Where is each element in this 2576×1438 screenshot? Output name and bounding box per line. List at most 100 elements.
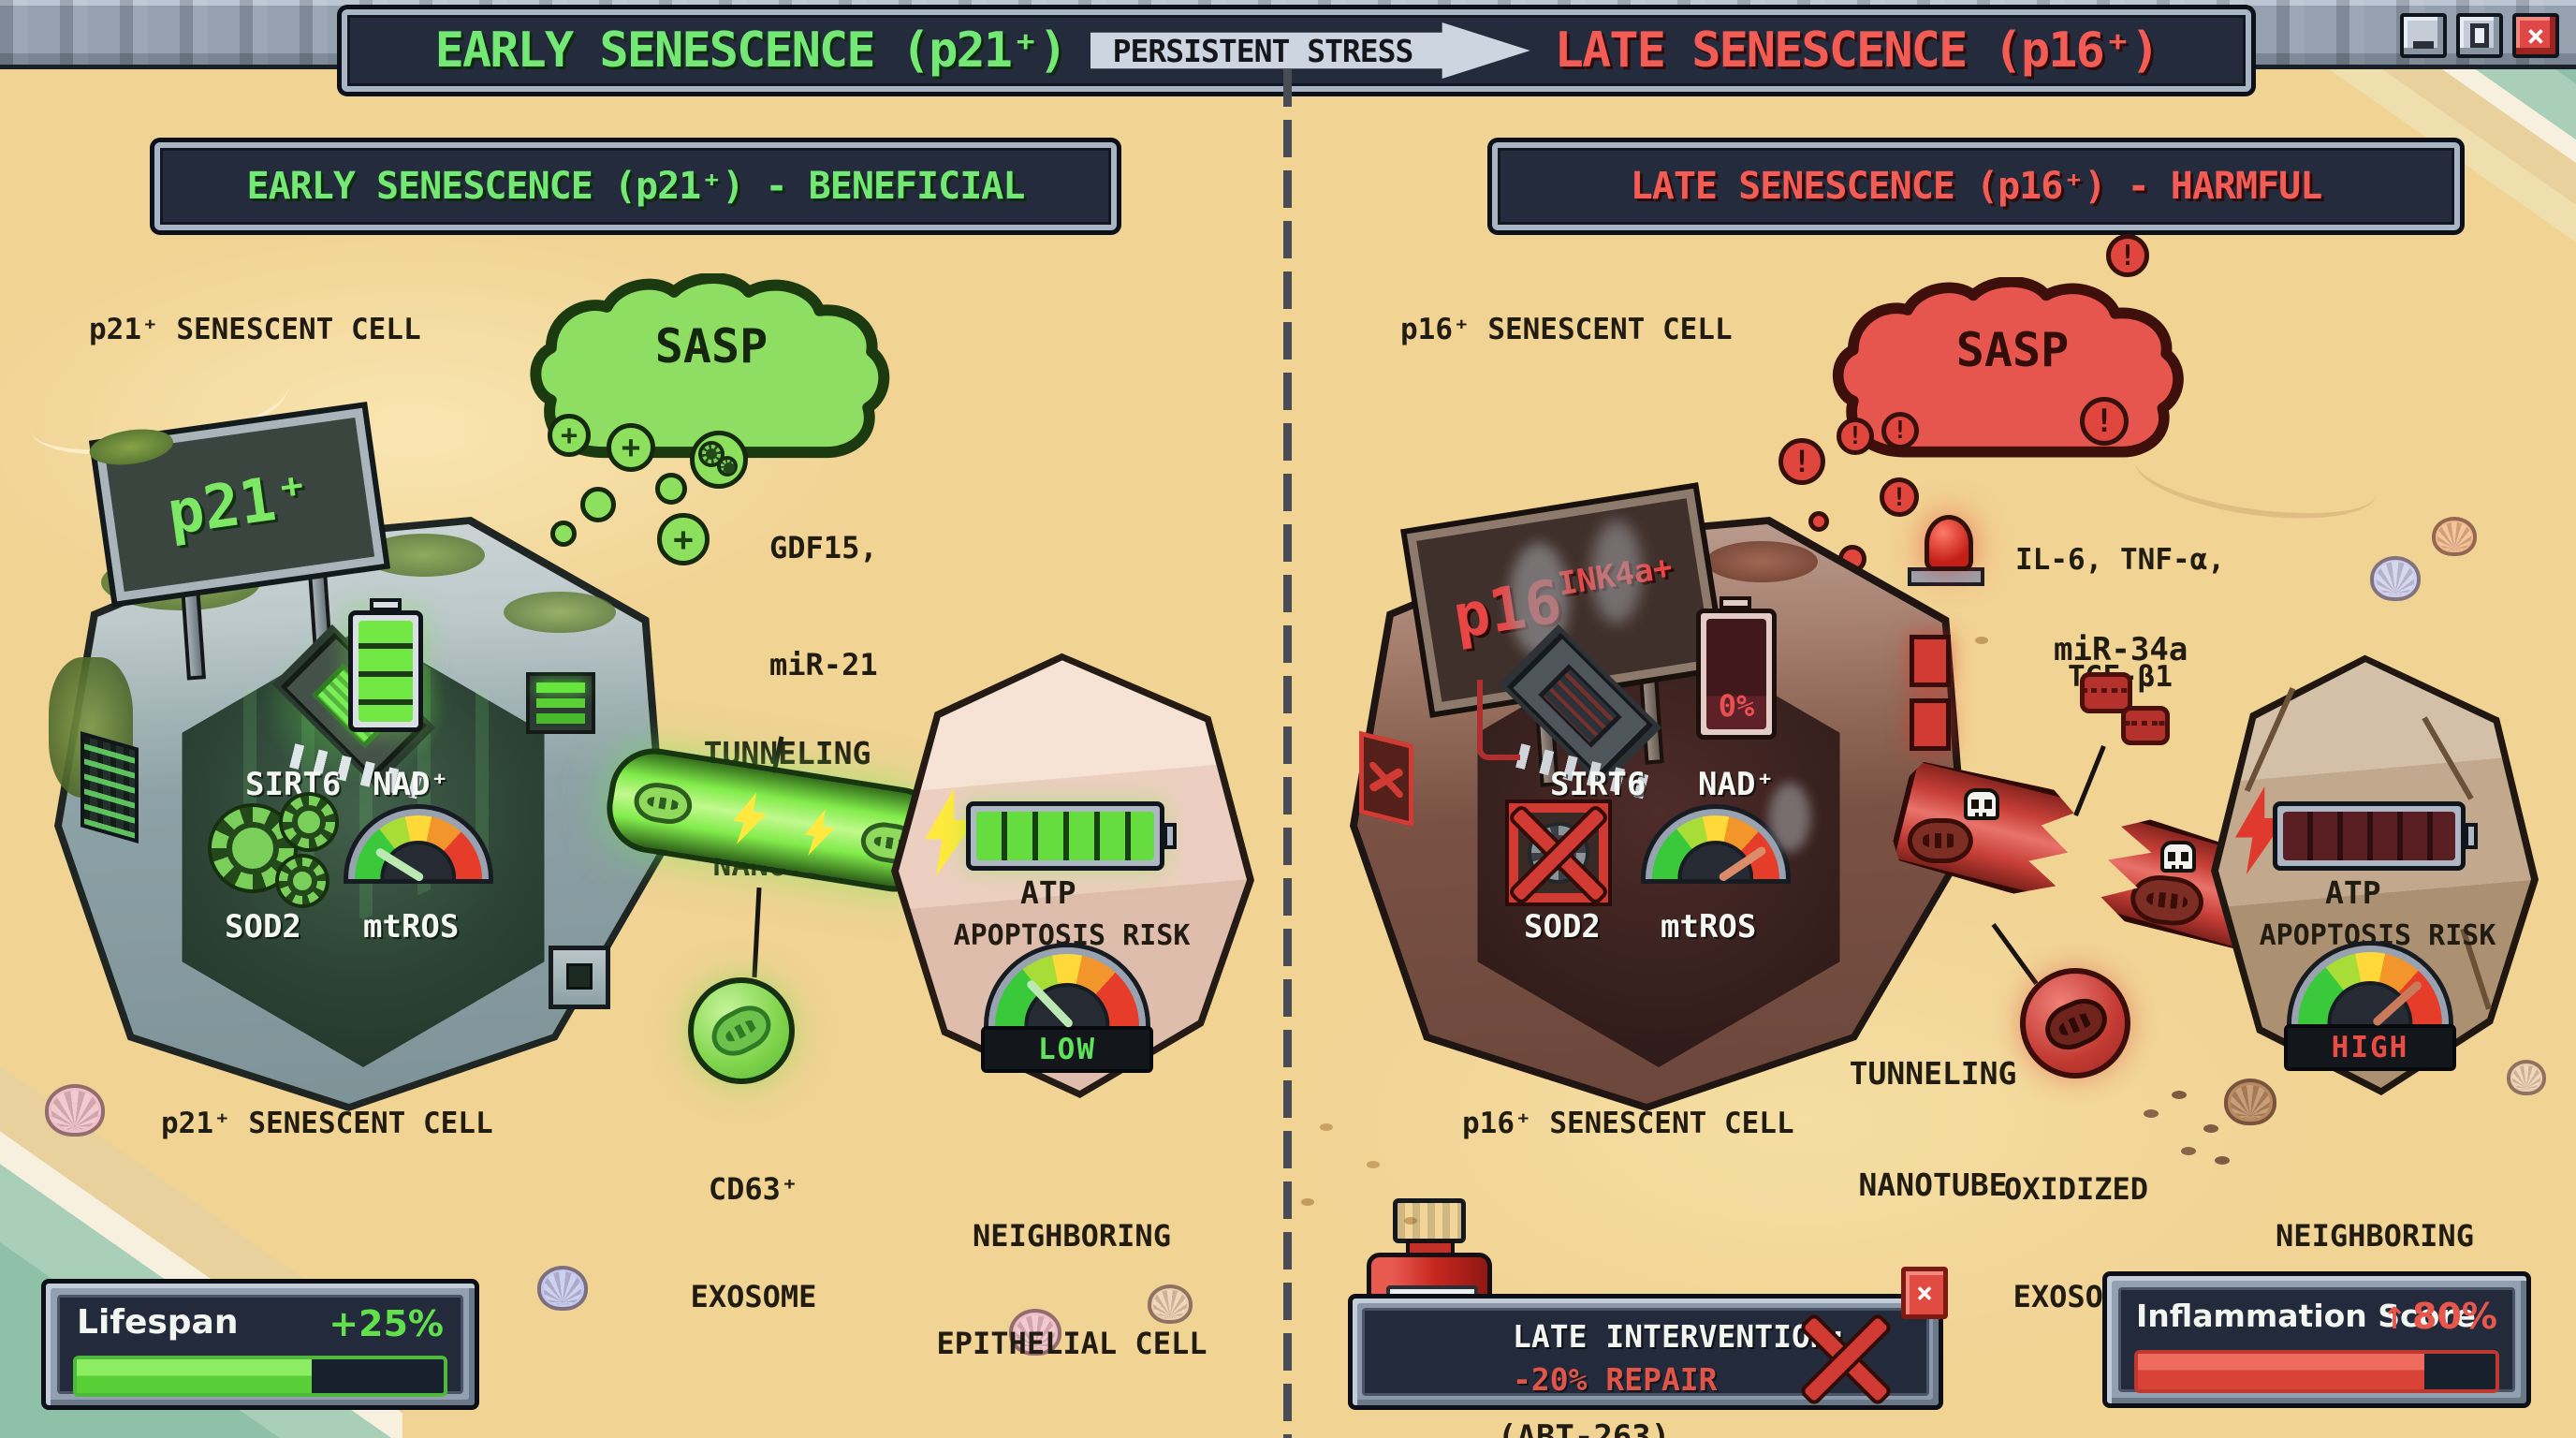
nad-battery <box>348 598 423 732</box>
sasp-bubble-cargo <box>690 431 748 489</box>
sod2-gear-icon <box>283 796 335 848</box>
sand-speckles <box>1320 1123 1333 1131</box>
intervention-panel-inner: LATE INTERVENTION: -20% REPAIR <box>1362 1308 1929 1402</box>
right-cell-top-label: p16⁺ SENESCENT CELL <box>1400 313 1733 346</box>
neighbor-line1: NEIGHBORING <box>973 1217 1171 1254</box>
vent-lights <box>526 672 595 734</box>
right-cell-bottom-label: p16⁺ SENESCENT CELL <box>1462 1107 1794 1140</box>
warning-bubble-icon: ! <box>1837 418 1874 455</box>
left-cell-bottom-label: p21⁺ SENESCENT CELL <box>161 1107 493 1140</box>
apoptosis-risk-label-left: APOPTOSIS RISK <box>953 919 1191 952</box>
intervention-line1: LATE INTERVENTION: <box>1513 1318 1848 1355</box>
sod2-label: SOD2 <box>1524 908 1601 946</box>
up-arrow-icon: ↑ <box>2381 1300 2408 1336</box>
window-controls: × <box>2400 13 2559 58</box>
mtros-label: mtROS <box>363 908 460 946</box>
inflammation-panel-inner: Inflammation Score ↑ 80% <box>2118 1287 2515 1393</box>
damaged-mitochondria-icon <box>2129 873 2206 929</box>
risk-value-panel-left: LOW <box>981 1026 1153 1073</box>
lifespan-name: Lifespan <box>77 1303 239 1342</box>
title-plate: EARLY SENESCENCE (p21⁺) PERSISTENT STRES… <box>342 9 2251 92</box>
sasp-cloud-green <box>530 273 890 459</box>
mirna-chip-icon <box>2121 706 2170 745</box>
sasp-bubble-plus: + <box>548 414 591 457</box>
damaged-mitochondria-icon <box>1908 818 1973 863</box>
warning-bubble-icon: ! <box>1881 412 1919 449</box>
panel-close-button[interactable]: × <box>1901 1267 1948 1319</box>
mitochondria-icon <box>631 779 695 828</box>
atp-label-left: ATP <box>1020 874 1076 911</box>
gauge-needle <box>2371 979 2423 1028</box>
seashell <box>537 1266 588 1311</box>
mir34a-label: miR-34a <box>2054 631 2188 668</box>
close-icon: × <box>2526 18 2545 53</box>
close-button[interactable]: × <box>2512 13 2559 58</box>
close-icon: × <box>1915 1276 1934 1310</box>
persistent-stress-label: PERSISTENT STRESS <box>1112 32 1414 69</box>
warning-bubble-icon: ! <box>2080 397 2129 446</box>
lightning-bolt-icon <box>730 789 770 848</box>
seashell <box>2507 1060 2546 1095</box>
minimize-button[interactable] <box>2400 13 2447 58</box>
right-panel-header-label: LATE SENESCENCE (p16⁺) - HARMFUL <box>1630 165 2323 208</box>
gauge-needle <box>373 846 425 883</box>
right-panel-header: LATE SENESCENCE (p16⁺) - HARMFUL <box>1492 142 2460 230</box>
moss-patch <box>363 534 485 577</box>
drug-bottle-cap <box>1393 1198 1466 1243</box>
nad-battery-empty: 0% <box>1696 596 1777 740</box>
factors-line1: IL-6, TNF-α, <box>2015 542 2225 577</box>
seashell <box>1148 1284 1193 1324</box>
seashell <box>2224 1078 2276 1125</box>
inflammation-percent: 80% <box>2412 1296 2497 1337</box>
oxidized-exosome <box>2020 968 2130 1078</box>
side-screen <box>80 731 139 844</box>
nad-label: NAD⁺ <box>373 766 449 803</box>
alarm-beacon-icon <box>1925 515 1973 571</box>
left-panel-header-label: EARLY SENESCENCE (p21⁺) - BENEFICIAL <box>246 165 1026 208</box>
moss-patch <box>504 592 616 633</box>
sasp-bubble <box>550 521 577 547</box>
atp-battery-right-empty <box>2273 801 2478 871</box>
sod2-gear-icon <box>279 858 326 904</box>
red-light <box>1910 698 1951 751</box>
exosome-line1: OXIDIZED <box>2003 1170 2149 1207</box>
battery-cells <box>976 812 1154 860</box>
seashell <box>2432 517 2477 556</box>
neighbor-line2: EPITHELIAL CELL <box>936 1325 1208 1361</box>
inflammation-fill <box>2138 1354 2424 1389</box>
left-factors-label: GDF15, miR-21 <box>769 451 878 763</box>
lifespan-panel-inner: Lifespan +25% <box>57 1295 463 1397</box>
exosome-line1: CD63⁺ <box>708 1170 799 1207</box>
sirt6-label: SIRT6 <box>1550 766 1647 803</box>
seashell <box>2370 556 2421 601</box>
lifespan-track <box>73 1356 447 1397</box>
left-panel-header: EARLY SENESCENCE (p21⁺) - BENEFICIAL <box>154 142 1117 230</box>
maximize-button[interactable] <box>2456 13 2503 58</box>
damaged-mitochondria-icon <box>2038 990 2115 1058</box>
left-cell-top-label: p21⁺ SENESCENT CELL <box>89 313 421 346</box>
inflammation-name: Inflammation Score <box>2136 1298 2476 1334</box>
sirt6-label: SIRT6 <box>245 766 342 803</box>
risk-value-high: HIGH <box>2331 1031 2409 1064</box>
sasp-label-red: SASP <box>1955 323 2070 377</box>
battery-cells: 0% <box>1706 619 1766 729</box>
battery-cells <box>2283 812 2455 860</box>
red-trace <box>1477 680 1520 760</box>
inflammation-value: ↑ 80% <box>2382 1296 2497 1337</box>
sasp-bubble <box>655 473 687 505</box>
maximize-icon <box>2470 23 2489 48</box>
risk-value-panel-right: HIGH <box>2284 1024 2456 1071</box>
mtros-label: mtROS <box>1661 908 1757 946</box>
title-early: EARLY SENESCENCE (p21⁺) <box>434 22 1068 79</box>
battery-cap <box>370 598 402 611</box>
smoke-wisp <box>1591 521 1642 624</box>
rust-patch <box>1705 541 1818 582</box>
sasp-label-green: SASP <box>654 319 768 374</box>
cd63-exosome-label: CD63⁺ EXOSOME <box>655 1099 852 1387</box>
neighbor-line1: NEIGHBORING <box>2276 1217 2474 1254</box>
lifespan-value: +25% <box>329 1303 444 1344</box>
battery-cap <box>1720 596 1751 609</box>
drug-line2: (ABT-263) <box>1498 1417 1671 1438</box>
sasp-bubble <box>580 487 616 522</box>
atp-label-right: ATP <box>2325 874 2381 911</box>
